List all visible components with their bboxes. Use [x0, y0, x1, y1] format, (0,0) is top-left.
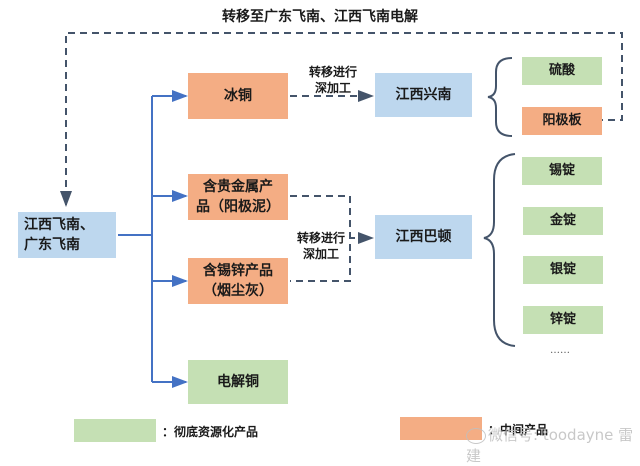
legend-orange-swatch [400, 417, 482, 440]
watermark-text: 微信号: toodayne 雷建 [466, 426, 634, 465]
top-label: 转移至广东飞南、江西飞南电解 [222, 9, 418, 25]
legend-green-label: ：彻底资源化产品 [162, 425, 259, 439]
edge-label-transfer-1: 转移进行 深加工 [308, 65, 357, 95]
node-silver-ingot: 银锭 [523, 256, 603, 284]
node-gold-ingot: 金锭 [523, 207, 603, 235]
legend-green-swatch [74, 419, 156, 442]
node-jiangxi-xingnan: 江西兴南 [375, 73, 472, 117]
watermark: 微信号: toodayne 雷建 [466, 424, 640, 466]
node-jiangxi-badun: 江西巴顿 [375, 215, 472, 259]
node-precious-metal: 含贵金属产 品（阳极泥） [188, 174, 288, 220]
node-ice-copper: 冰铜 [188, 73, 288, 119]
node-anode-plate: 阳极板 [522, 107, 602, 135]
node-tin-ingot: 锡锭 [522, 157, 602, 185]
node-ellipsis: …… [550, 345, 570, 356]
wechat-icon [466, 427, 486, 444]
edge-label-transfer-2: 转移进行 深加工 [296, 231, 345, 261]
node-electrolytic-copper: 电解铜 [188, 360, 288, 404]
node-source: 江西飞南、 广东飞南 [18, 212, 116, 258]
node-sulfuric-acid: 硫酸 [522, 57, 602, 85]
brace-badun [483, 153, 516, 347]
node-tin-zinc: 含锡锌产品 （烟尘灰） [188, 258, 288, 304]
node-zinc-ingot: 锌锭 [523, 306, 603, 334]
legend-orange-label: ：中间产品 [488, 423, 549, 437]
brace-xingnan [487, 57, 513, 137]
